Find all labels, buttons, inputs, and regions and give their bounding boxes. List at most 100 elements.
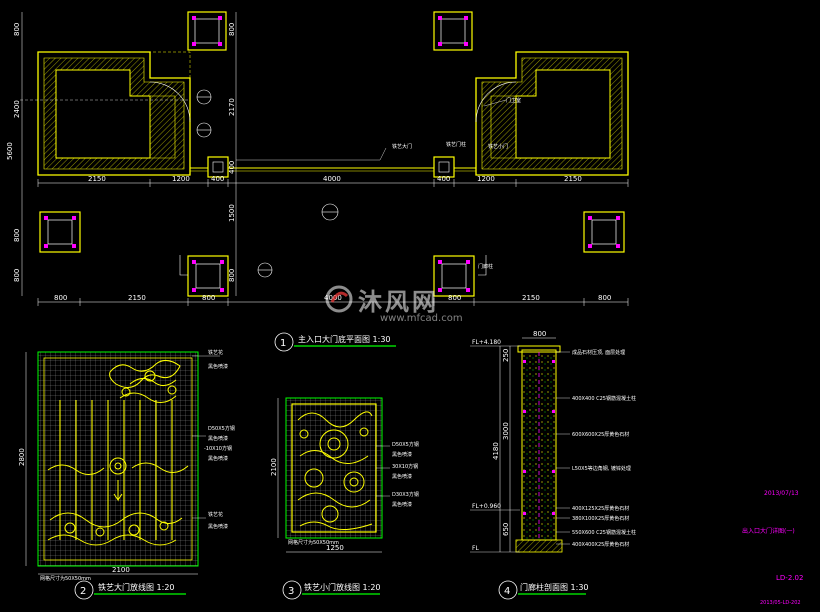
grid-note: 网格尺寸为50X50mm bbox=[288, 539, 339, 546]
gate-note: 黑色喷漆 bbox=[392, 501, 412, 508]
dim-text: 800 bbox=[13, 269, 21, 282]
drawing-title: 门廊柱剖面图 1:30 bbox=[520, 582, 589, 592]
plan-view: 2150 1200 400 4000 400 1200 2150 800 215… bbox=[6, 11, 629, 352]
plan-left-dims: 800 2400 5600 800 800 bbox=[6, 23, 21, 282]
dim-text: 650 bbox=[502, 523, 510, 536]
section-note: 550X600 C25钢筋混凝土柱 bbox=[572, 529, 636, 536]
gate-note: 黑色喷漆 bbox=[208, 523, 228, 530]
section-note: 600X600X25厚黄色石材 bbox=[572, 431, 629, 438]
drawing-title: 主入口大门底平面图 1:30 bbox=[298, 334, 391, 344]
grid-note: 网格尺寸为50X50mm bbox=[40, 575, 91, 582]
dim-text: 400 bbox=[228, 161, 236, 174]
dim-text: 2800 bbox=[18, 448, 26, 466]
drawing-title: 铁艺大门放线图 1:20 bbox=[98, 582, 175, 592]
gate-note: D50X5方钢 bbox=[208, 425, 235, 432]
dim-text: 400 bbox=[437, 175, 450, 183]
dim-text: 800 bbox=[202, 294, 215, 302]
gate-note: 黑色喷漆 bbox=[208, 363, 228, 370]
gate-note: D30X3方钢 bbox=[392, 491, 419, 498]
dim-text: 400 bbox=[211, 175, 224, 183]
sheet-number: LD-2.02 bbox=[776, 574, 803, 582]
dim-text: 2150 bbox=[522, 294, 540, 302]
gate-note: 铁艺花 bbox=[208, 349, 223, 356]
section-note: L50X5等边角钢, 镀锌处理 bbox=[572, 465, 631, 472]
callout-text: 铁艺小门 bbox=[488, 143, 508, 150]
watermark: 沐风网 www.mfcad.com bbox=[320, 282, 500, 332]
title-number: 4 bbox=[504, 586, 510, 597]
right-gatehouse bbox=[475, 51, 629, 176]
section-markers bbox=[179, 89, 487, 278]
large-gate-drawing: 2800 2100 网格尺寸为50X50mm 铁艺花 黑色喷漆 D50X5方钢 … bbox=[18, 349, 235, 600]
callout-text: 铁艺门柱 bbox=[446, 141, 466, 148]
drawing-title: 铁艺小门放线图 1:20 bbox=[304, 582, 381, 592]
top-columns bbox=[187, 11, 473, 51]
title-number: 3 bbox=[288, 586, 294, 597]
callout-text: 铁艺大门 bbox=[392, 143, 412, 150]
watermark-text: 沐风网 bbox=[358, 288, 439, 316]
plan-right-dims: 800 2170 400 1500 800 bbox=[228, 23, 236, 282]
section-note: 400X400X25厚黄色石材 bbox=[572, 541, 629, 548]
left-gatehouse bbox=[37, 51, 191, 176]
dim-text: 2100 bbox=[112, 566, 130, 574]
drawing-date: 2013/07/13 bbox=[764, 490, 799, 497]
dim-text: 2150 bbox=[128, 294, 146, 302]
dim-text: 800 bbox=[54, 294, 67, 302]
dim-text: 800 bbox=[13, 23, 21, 36]
dim-text: 800 bbox=[228, 269, 236, 282]
level-text: FL bbox=[472, 545, 479, 552]
gate-note: 30X10方钢 bbox=[392, 463, 418, 470]
dim-text: 1250 bbox=[326, 544, 344, 552]
title-1: 1 主入口大门底平面图 1:30 bbox=[274, 332, 396, 352]
plan-top-dims: 2150 1200 400 4000 400 1200 2150 bbox=[88, 175, 582, 183]
section-note: 400X125X25厚黄色石材 bbox=[572, 505, 629, 512]
watermark-url: www.mfcad.com bbox=[380, 313, 463, 324]
plan-callouts: 门卫室 铁艺大门 铁艺门柱 铁艺小门 门廊柱 bbox=[236, 97, 521, 270]
title-2: 2 铁艺大门放线图 1:20 bbox=[74, 580, 186, 600]
small-gate-drawing: 2100 1250 网格尺寸为50X50mm D50X5方钢 黑色喷漆 30X1… bbox=[270, 397, 419, 600]
gate-note: 黑色喷漆 bbox=[208, 455, 228, 462]
dim-text: 3000 bbox=[502, 422, 510, 440]
dim-text: 2150 bbox=[88, 175, 106, 183]
level-text: FL+0.960 bbox=[472, 503, 501, 510]
dim-text: 800 bbox=[598, 294, 611, 302]
gate-note: 黑色喷漆 bbox=[208, 435, 228, 442]
mfcad-logo-icon bbox=[325, 285, 353, 313]
dim-text: 5600 bbox=[6, 142, 14, 160]
dim-text: 1200 bbox=[172, 175, 190, 183]
side-columns bbox=[39, 211, 625, 297]
gate-note: 铁艺花 bbox=[208, 511, 223, 518]
dim-text: 2170 bbox=[228, 98, 236, 116]
dim-text: 1500 bbox=[228, 204, 236, 222]
dim-text: 4180 bbox=[492, 442, 500, 460]
dim-text: 2150 bbox=[564, 175, 582, 183]
section-note: 成品石材压顶, 面层处理 bbox=[572, 349, 625, 356]
callout-text: 门廊柱 bbox=[478, 263, 493, 270]
level-text: FL+4.180 bbox=[472, 339, 501, 346]
dim-text: 800 bbox=[228, 23, 236, 36]
sheet-title: 出入口大门详图(一) bbox=[742, 527, 795, 535]
gate-line bbox=[20, 99, 476, 178]
dim-text: 250 bbox=[502, 349, 510, 362]
dim-text: 1200 bbox=[477, 175, 495, 183]
section-note: 400X400 C25钢筋混凝土柱 bbox=[572, 395, 636, 402]
dim-text: 2400 bbox=[13, 100, 21, 118]
section-note: 380X100X25厚黄色石材 bbox=[572, 515, 629, 522]
title-3: 3 铁艺小门放线图 1:20 bbox=[282, 580, 381, 600]
column-section-drawing: 800 FL+4.180 FL+0.960 FL 250 3000 650 41… bbox=[470, 330, 636, 600]
gate-note: 黑色喷漆 bbox=[392, 473, 412, 480]
dim-text: 2100 bbox=[270, 458, 278, 476]
callout-text: 门卫室 bbox=[506, 97, 521, 104]
dim-text: 4000 bbox=[323, 175, 341, 183]
title-block: 2013/07/13 出入口大门详图(一) LD-2.02 2013/05-LD… bbox=[742, 490, 803, 606]
gate-note: 黑色喷漆 bbox=[392, 451, 412, 458]
title-number: 2 bbox=[80, 586, 86, 597]
gate-note: -10X10方钢 bbox=[204, 445, 232, 452]
dim-text: 800 bbox=[13, 229, 21, 242]
title-number: 1 bbox=[280, 338, 286, 349]
sheet-code: 2013/05-LD-202 bbox=[760, 600, 801, 606]
title-4: 4 门廊柱剖面图 1:30 bbox=[498, 580, 589, 600]
dim-text: 800 bbox=[448, 294, 461, 302]
dim-text: 800 bbox=[533, 330, 546, 338]
gate-note: D50X5方钢 bbox=[392, 441, 419, 448]
